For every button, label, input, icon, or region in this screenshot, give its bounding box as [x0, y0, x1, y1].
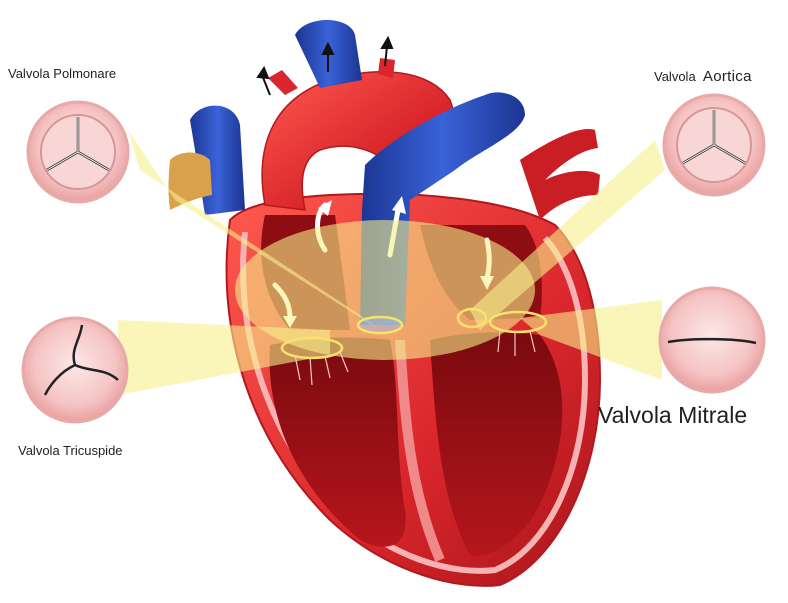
label-mitral-valve: Valvola Mitrale — [598, 402, 747, 429]
aorta-branch-1 — [268, 70, 298, 95]
label-aortic-word: Aortica — [703, 68, 752, 85]
valve-tricuspid-closeup — [23, 318, 127, 422]
valve-mitral-closeup — [660, 288, 764, 392]
label-pulmonary-valve: Valvola Polmonare — [8, 66, 116, 81]
valve-pulmonary-closeup — [28, 102, 128, 202]
ring-pulmonary — [358, 317, 402, 333]
label-tricuspid-valve: Valvola Tricuspide — [18, 443, 123, 458]
valve-zone-highlight — [235, 220, 535, 360]
label-aortic-valve: Valvola Aortica — [654, 68, 752, 85]
right-ventricle — [270, 338, 406, 547]
label-aortic-prefix: Valvola — [654, 69, 696, 84]
valve-aortic-closeup — [664, 95, 764, 195]
